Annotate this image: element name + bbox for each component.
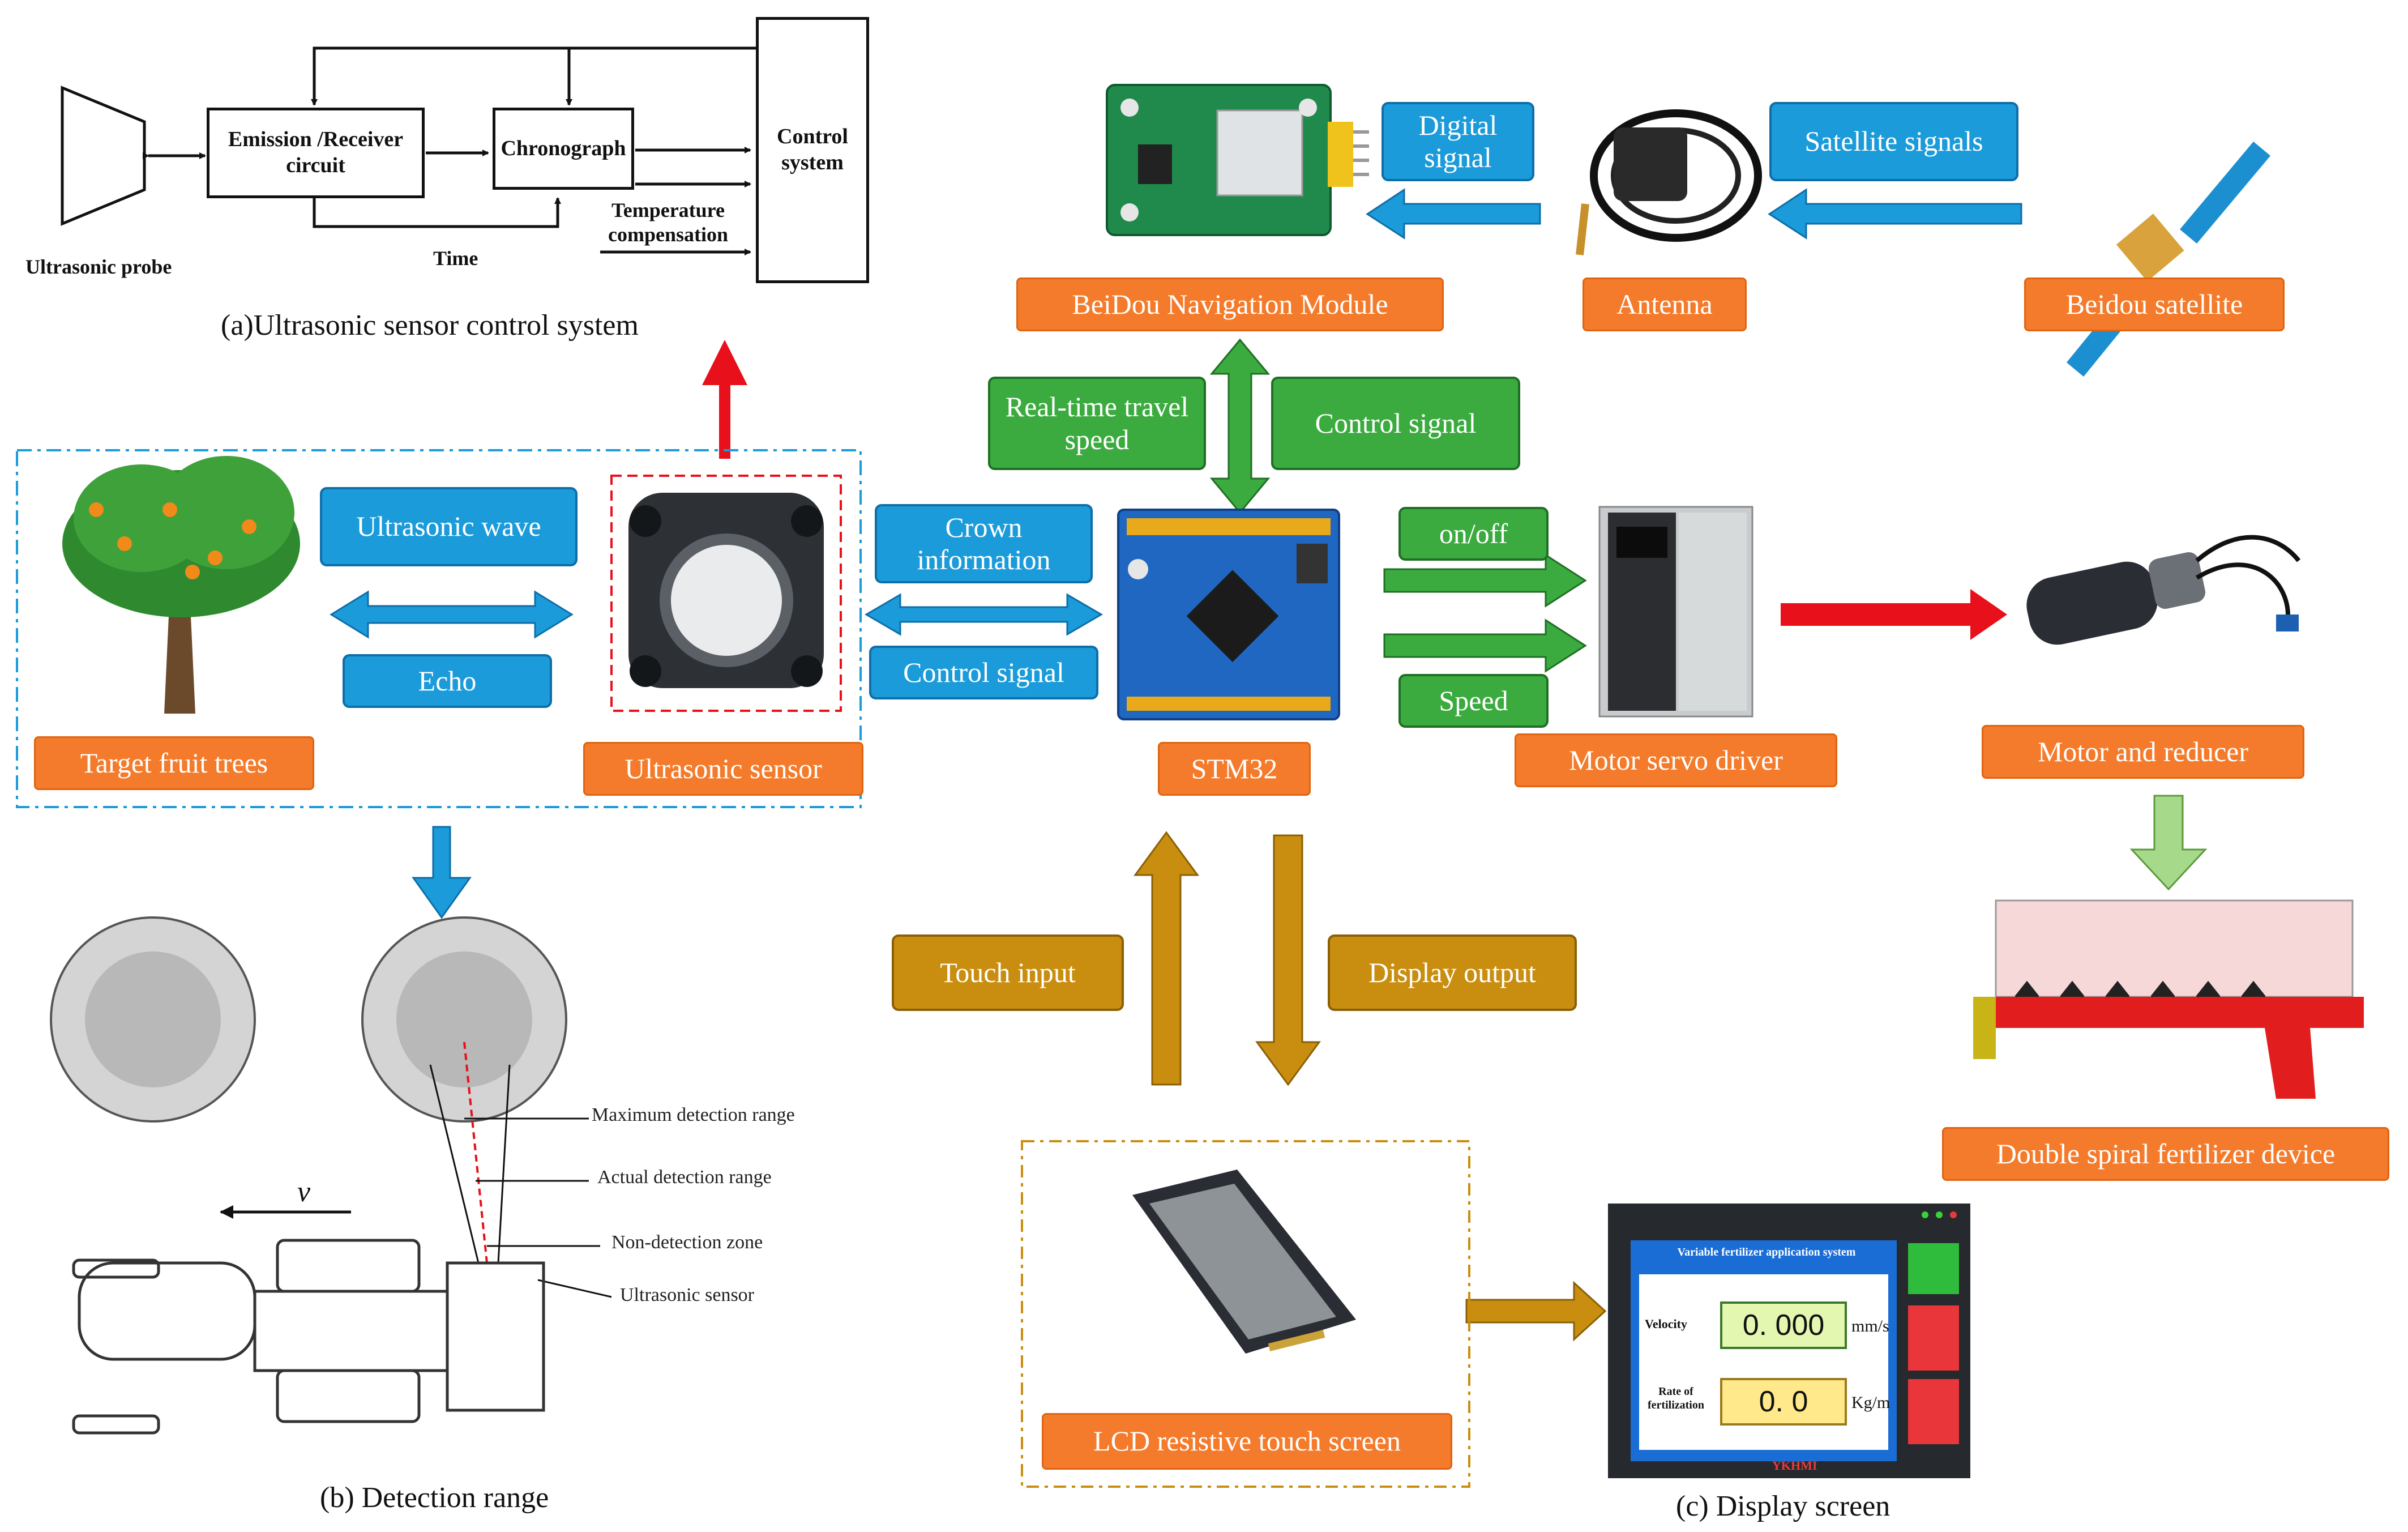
on-off-label: on/off <box>1398 507 1549 561</box>
crown-information-label: Crown information <box>875 504 1093 583</box>
gold-arrows <box>1134 831 1607 1342</box>
non-detection-zone-label: Non-detection zone <box>611 1232 763 1253</box>
lcd-display-arrow <box>1465 1281 1607 1342</box>
velocity-field-label: Velocity <box>1645 1317 1687 1331</box>
sensor-group-border <box>16 449 862 808</box>
emission-receiver-block: Emission /Receiver circuit <box>207 108 425 198</box>
sensor-stm32-arrow <box>865 593 1103 636</box>
ultrasonic-probe-label: Ultrasonic probe <box>25 255 172 278</box>
panel-a-caption: (a)Ultrasonic sensor control system <box>221 309 639 342</box>
satellite-illustration <box>2067 142 2270 377</box>
time-label: Time <box>433 247 478 270</box>
temperature-compensation-label: Temperature compensation <box>608 199 728 246</box>
beidou-satellite-label: Beidou satellite <box>2024 278 2285 331</box>
stm32-beidou-arrow <box>1209 338 1271 514</box>
red-up-arrow <box>702 340 747 459</box>
antenna-illustration <box>1576 109 1762 255</box>
stm32-label: STM32 <box>1158 742 1311 796</box>
display-output-label: Display output <box>1328 934 1577 1011</box>
red-arrows <box>702 340 2007 640</box>
chronograph-label: Chronograph <box>501 136 626 160</box>
target-fruit-trees-label: Target fruit trees <box>34 736 314 790</box>
rate-value: 0. 0 <box>1759 1385 1808 1418</box>
velocity-value: 0. 000 <box>1742 1309 1825 1342</box>
chronograph-block: Chronograph <box>493 108 634 190</box>
control-signal-left-label: Control signal <box>869 646 1098 699</box>
stm32-board-illustration <box>1117 509 1340 720</box>
lcd-group-border <box>1021 1140 1470 1488</box>
motor-reducer-label: Motor and reducer <box>1982 725 2304 779</box>
fertilizer-device-illustration <box>1973 899 2364 1099</box>
wave-echo-arrow <box>330 590 574 639</box>
screen-title: Variable fertilizer application system <box>1677 1246 1856 1258</box>
tree-illustration <box>62 456 300 714</box>
panel-c-caption: (c) Display screen <box>1676 1490 1891 1522</box>
lcd-illustration <box>1132 1170 1356 1354</box>
digital-signal-label: Digital signal <box>1382 102 1534 181</box>
blue-double-arrows <box>330 188 2022 919</box>
control-system-block: Control system <box>756 17 869 283</box>
satellite-antenna-arrow <box>1768 188 2022 240</box>
panel-b-illustration <box>50 916 612 1435</box>
velocity-symbol: v <box>297 1176 311 1208</box>
touch-input-arrow <box>1134 831 1199 1086</box>
green-down-arrow <box>2129 795 2208 891</box>
motor-illustration <box>2026 535 2301 645</box>
ultrasonic-probe-shape <box>61 86 146 226</box>
sensor-highlight-border <box>610 475 842 712</box>
display-output-arrow <box>1255 834 1321 1086</box>
blue-down-arrow <box>412 826 472 919</box>
echo-label: Echo <box>343 654 552 708</box>
on-off-arrow <box>1383 553 1587 608</box>
control-system-label: Control system <box>777 125 848 174</box>
beidou-module-label: BeiDou Navigation Module <box>1016 278 1444 331</box>
actual-detection-range-label: Actual detection range <box>597 1167 772 1188</box>
ultrasonic-sensor-illustration <box>628 493 824 688</box>
rate-field-label: Rate of fertilization <box>1648 1385 1704 1411</box>
display-screen-illustration <box>1608 1204 1970 1478</box>
beidou-module-illustration <box>1106 84 1369 236</box>
panel-b-sensor-label: Ultrasonic sensor <box>620 1285 755 1305</box>
panel-a-lines <box>61 46 756 255</box>
emission-receiver-label: Emission /Receiver circuit <box>228 127 404 177</box>
rate-unit: Kg/m <box>1851 1393 1891 1412</box>
speed-label: Speed <box>1398 674 1549 728</box>
velocity-unit: mm/s <box>1851 1317 1889 1335</box>
ultrasonic-sensor-label: Ultrasonic sensor <box>583 742 863 796</box>
speed-arrow <box>1383 618 1587 673</box>
screen-brand: YKHMI <box>1772 1458 1817 1473</box>
realtime-speed-label: Real-time travel speed <box>988 377 1206 470</box>
touch-input-label: Touch input <box>892 934 1124 1011</box>
antenna-label: Antenna <box>1582 278 1747 331</box>
antenna-module-arrow <box>1366 188 1541 240</box>
fertilizer-device-label: Double spiral fertilizer device <box>1942 1127 2389 1181</box>
motor-servo-driver-label: Motor servo driver <box>1515 733 1837 787</box>
green-arrows <box>1209 338 1587 673</box>
lcd-touch-screen-label: LCD resistive touch screen <box>1042 1413 1452 1470</box>
servo-driver-illustration <box>1598 506 1753 718</box>
max-detection-range-label: Maximum detection range <box>592 1104 795 1125</box>
satellite-signals-label: Satellite signals <box>1769 102 2018 181</box>
panel-b-caption: (b) Detection range <box>320 1482 549 1514</box>
control-signal-top-label: Control signal <box>1271 377 1520 470</box>
red-right-arrow <box>1781 589 2007 640</box>
ultrasonic-wave-label: Ultrasonic wave <box>320 487 578 566</box>
